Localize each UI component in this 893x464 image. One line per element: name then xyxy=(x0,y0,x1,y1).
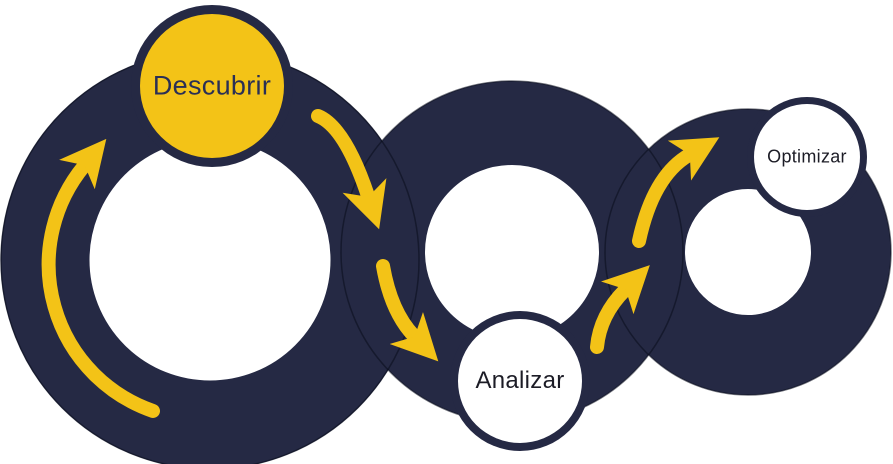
node-descubrir xyxy=(131,5,293,167)
arrow-analizar-up-1 xyxy=(590,265,650,354)
node-optimizar xyxy=(747,97,867,217)
arrow-analizar-to-optimizar-2 xyxy=(632,137,720,248)
node-analizar-circle xyxy=(458,319,582,443)
arrow-descubrir-to-analizar-2 xyxy=(376,259,439,362)
node-optimizar-circle xyxy=(754,104,860,210)
arrow-descubrir-down-1 xyxy=(311,109,387,230)
flow-arrows xyxy=(41,109,720,418)
arrow-loop-up-left xyxy=(41,138,160,418)
node-descubrir-circle xyxy=(140,14,284,158)
ring-right-edge xyxy=(604,108,892,396)
node-analizar xyxy=(450,311,590,451)
